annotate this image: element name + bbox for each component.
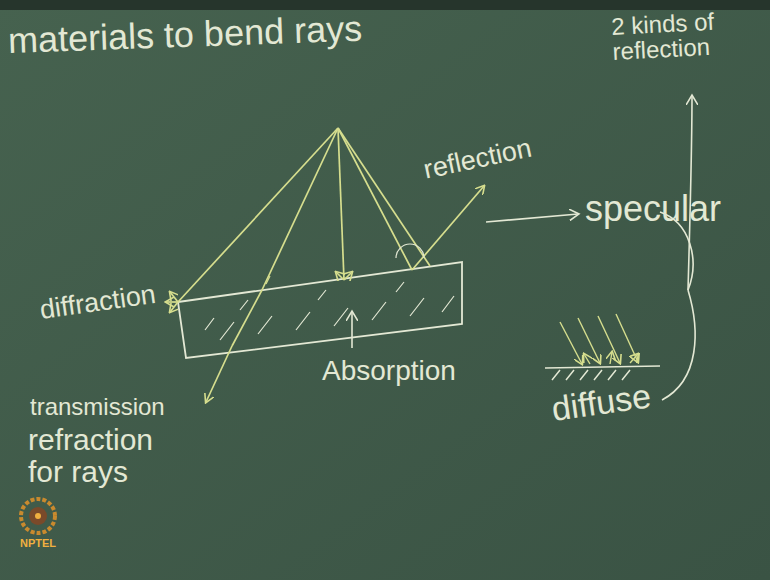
ray-label: refraction for rays [28, 424, 178, 487]
reflection-kind: specular [585, 190, 721, 228]
ray-label: Absorption [322, 356, 456, 385]
board-top-edge [0, 0, 770, 10]
specular-arrow [486, 214, 578, 222]
absorption-arrow [351, 312, 353, 348]
group-note: 2 kinds of reflection [611, 6, 763, 64]
nptel-logo [21, 499, 55, 533]
diffuse-surface [545, 366, 660, 380]
ray-label: transmission [30, 394, 165, 419]
diffuse-rays [560, 314, 638, 364]
grouping-curve [660, 96, 695, 400]
material-slab [178, 262, 462, 358]
watermark: NPTEL [20, 538, 56, 550]
